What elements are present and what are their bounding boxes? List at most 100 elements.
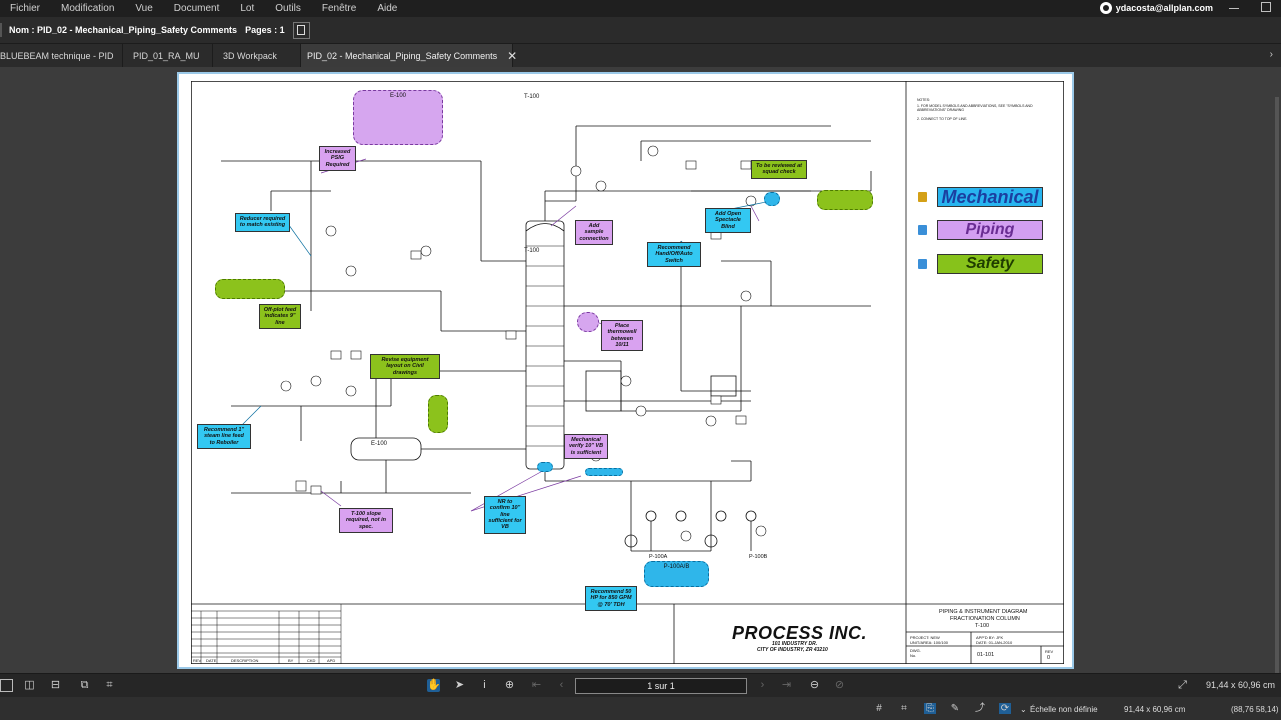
menu-document[interactable]: Document [164, 3, 231, 14]
markup-nr-confirm[interactable]: NR to confirm 10" line sufficient for VB [484, 496, 526, 534]
column-tag-vessel: T-100 [524, 248, 539, 254]
pump-tag-b: P-100B [749, 554, 767, 560]
markup-recommend-steam[interactable]: Recommend 1" steam line feed to Reboiler [197, 424, 251, 449]
forward-view-icon[interactable]: ⊘ [833, 679, 846, 692]
cursor-coordinates: (88,76 58,14) [1231, 705, 1279, 714]
minimize-icon[interactable] [1229, 2, 1239, 9]
markup-increased-psig[interactable]: Increased PSIG Required [319, 146, 356, 171]
document-name: Nom : PID_02 - Mechanical_Piping_Safety … [9, 25, 237, 35]
page-thumbnail-button[interactable] [293, 22, 310, 39]
next-page-icon[interactable]: › [756, 679, 769, 692]
document-info-bar: Nom : PID_02 - Mechanical_Piping_Safety … [0, 17, 1281, 43]
markup-cloud-pump[interactable]: P-100A/B [644, 561, 709, 587]
menu-outils[interactable]: Outils [265, 3, 312, 14]
measure-icon[interactable]: ⤢ [1176, 679, 1189, 692]
markup-cloud-right[interactable] [817, 190, 873, 210]
document-canvas[interactable]: T-100 T-100 E-100 P-100A P-100B E-100 In… [0, 67, 1281, 673]
note-1: 1. FOR MODEL SYMBOLS AND ABBREVIATIONS, … [917, 104, 1047, 112]
text-select-icon[interactable]: Ꭵ [478, 679, 491, 692]
markup-recommend-50hp[interactable]: Recommend 50 HP for 850 GPM @ 70' TDH [585, 586, 637, 611]
crop-icon[interactable]: ⌗ [103, 679, 116, 692]
menu-modification[interactable]: Modification [51, 3, 125, 14]
panel-toggle-icon[interactable] [0, 679, 13, 692]
markup-slope-required[interactable]: T-100 slope required, not in spec. [339, 508, 393, 533]
scale-status[interactable]: Échelle non définie [1030, 705, 1098, 714]
rev-col-header: REV [193, 658, 201, 663]
menu-vue[interactable]: Vue [125, 3, 163, 14]
hand-tool-icon[interactable]: ✋ [427, 679, 440, 692]
menu-aide[interactable]: Aide [367, 3, 408, 14]
split-horizontal-icon[interactable]: ⊟ [49, 679, 62, 692]
tab-3d-workpack[interactable]: 3D Workpack [213, 44, 301, 67]
markup-cloud-bottom[interactable] [537, 462, 553, 472]
user-icon [1100, 2, 1112, 14]
snap-markup-icon[interactable]: ✎ [949, 703, 961, 714]
tab-pid01[interactable]: PID_01_RA_MU [123, 44, 213, 67]
menu-bar: Fichier Modification Vue Document Lot Ou… [0, 0, 1281, 17]
first-page-icon[interactable]: ⇤ [530, 679, 543, 692]
chevron-down-icon[interactable]: ⌄ [1020, 705, 1027, 714]
markup-mech-verify[interactable]: Mechanical verify 10" VB is sufficient [564, 434, 608, 459]
pump-ab-label: P-100A/B [664, 564, 690, 570]
markup-cloud-valve[interactable] [764, 192, 780, 206]
stamp-icon [918, 192, 927, 202]
drawing-title-2: FRACTIONATION COLUMN [950, 616, 1020, 622]
column-tag-top: T-100 [524, 94, 539, 100]
document-icon [918, 259, 927, 269]
page-number-field[interactable]: 1 sur 1 [575, 678, 747, 694]
page-icon [297, 25, 305, 35]
legend-piping[interactable]: Piping [918, 220, 1043, 240]
page-dimensions: 91,44 x 60,96 cm [1206, 680, 1275, 690]
apd-col-header: APD [327, 658, 335, 663]
split-vertical-icon[interactable]: ◫ [23, 679, 36, 692]
pump-tag-a: P-100A [649, 554, 667, 560]
menu-fichier[interactable]: Fichier [0, 3, 51, 14]
markup-cloud-thermowell[interactable] [577, 312, 599, 332]
dwg-no-label: DWG. No. [910, 648, 928, 658]
grid-icon[interactable]: # [873, 703, 885, 714]
reuse-icon[interactable]: ⤴ [974, 703, 986, 714]
markup-offplot-feed[interactable]: Off-plot feed indicates 9" line [259, 304, 301, 329]
menu-fenetre[interactable]: Fenêtre [312, 3, 367, 14]
tab-bar: BLUEBEAM technique - PID PID_01_RA_MU 3D… [0, 43, 1281, 67]
drawing-title-3: T-100 [975, 623, 989, 629]
snap-grid-icon[interactable]: ⌗ [898, 703, 910, 714]
back-view-icon[interactable]: ⊖ [808, 679, 821, 692]
tab-bluebeam-technique[interactable]: BLUEBEAM technique - PID [0, 44, 123, 67]
markup-reducer-required[interactable]: Reducer required to match existing [235, 213, 290, 232]
snap-content-icon[interactable]: ⎘ [924, 703, 936, 714]
zoom-icon[interactable]: ⊕ [503, 679, 516, 692]
markup-cloud-nozzle[interactable] [585, 468, 623, 476]
legend-mechanical[interactable]: Mechanical [918, 187, 1043, 207]
bottom-toolbar: ◫ ⊟ ⧉ ⌗ ✋ ➤ Ꭵ ⊕ ⇤ ‹ 1 sur 1 › ⇥ ⊖ ⊘ ⤢ 91… [0, 673, 1281, 697]
markup-cloud-vertical[interactable] [428, 395, 448, 433]
markup-recommend-hand[interactable]: Recommend Hand/Off/Auto Switch [647, 242, 701, 267]
user-email: ydacosta@allplan.com [1116, 3, 1213, 13]
markup-cloud-e100[interactable]: E-100 [353, 90, 443, 145]
unit-label: UNIT/AREA: 100/100 [910, 640, 948, 645]
drawing-sheet[interactable]: T-100 T-100 E-100 P-100A P-100B E-100 In… [177, 72, 1074, 669]
markup-cloud-offplot[interactable] [215, 279, 285, 299]
restore-icon[interactable] [1261, 2, 1271, 12]
vertical-scrollbar[interactable] [1275, 97, 1279, 677]
prev-page-icon[interactable]: ‹ [555, 679, 568, 692]
markup-revise-layout[interactable]: Revise equipment layout on Civil drawing… [370, 354, 440, 379]
sync-view-icon[interactable]: ⟳ [999, 703, 1011, 714]
cloud-e100-label: E-100 [390, 93, 406, 99]
status-dimensions: 91,44 x 60,96 cm [1124, 705, 1185, 714]
tab-pid02[interactable]: PID_02 - Mechanical_Piping_Safety Commen… [301, 44, 513, 67]
select-tool-icon[interactable]: ➤ [453, 679, 466, 692]
rev-number: 0 [1047, 655, 1050, 661]
last-page-icon[interactable]: ⇥ [780, 679, 793, 692]
menu-lot[interactable]: Lot [230, 3, 265, 14]
markup-place-thermowell[interactable]: Place thermowell between 10/11 [601, 320, 643, 351]
markup-add-sample[interactable]: Add sample connection [575, 220, 613, 245]
chevron-right-icon[interactable]: › [1270, 49, 1273, 60]
markup-add-spectacle[interactable]: Add Open Spectacle Blind [705, 208, 751, 233]
user-account[interactable]: ydacosta@allplan.com [1100, 2, 1213, 14]
sync-icon[interactable]: ⧉ [78, 679, 91, 692]
legend-safety[interactable]: Safety [918, 254, 1043, 274]
company-address-2: CITY OF INDUSTRY, ZR 43210 [757, 647, 828, 653]
close-icon[interactable]: ✕ [507, 49, 517, 63]
markup-squad-check[interactable]: To be reviewed at squad check [751, 160, 807, 179]
